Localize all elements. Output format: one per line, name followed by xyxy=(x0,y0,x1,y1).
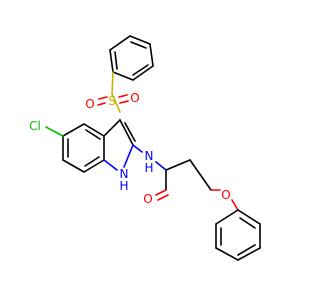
phenyl-ring-top xyxy=(109,35,154,81)
sulfur-label: S xyxy=(108,94,116,108)
molecule-diagram: S O O Cl N H N H O O xyxy=(29,35,261,261)
indole-pyrrole-ring xyxy=(103,119,136,171)
chlorine-label: Cl xyxy=(29,119,41,133)
amide-chain xyxy=(132,144,239,211)
indole-nitrogen-hydrogen-label: H xyxy=(119,179,128,193)
phenyl-ring-bottom xyxy=(215,209,261,261)
carbonyl-oxygen-label: O xyxy=(143,192,152,206)
sulfonyl-oxygen-left-label: O xyxy=(85,97,94,111)
amide-nitrogen-hydrogen-label: H xyxy=(144,161,153,175)
sulfonyl-oxygen-right-label: O xyxy=(130,91,139,105)
amide-nitrogen-label: N xyxy=(145,149,154,163)
chloro-bond xyxy=(45,126,64,137)
indole-benzene-ring xyxy=(62,123,105,173)
sulfonyl-group xyxy=(97,71,129,113)
ether-oxygen-label: O xyxy=(221,188,230,202)
structure-svg: S O O Cl N H N H O O xyxy=(29,35,261,261)
indole-nitrogen-label: N xyxy=(120,167,129,181)
